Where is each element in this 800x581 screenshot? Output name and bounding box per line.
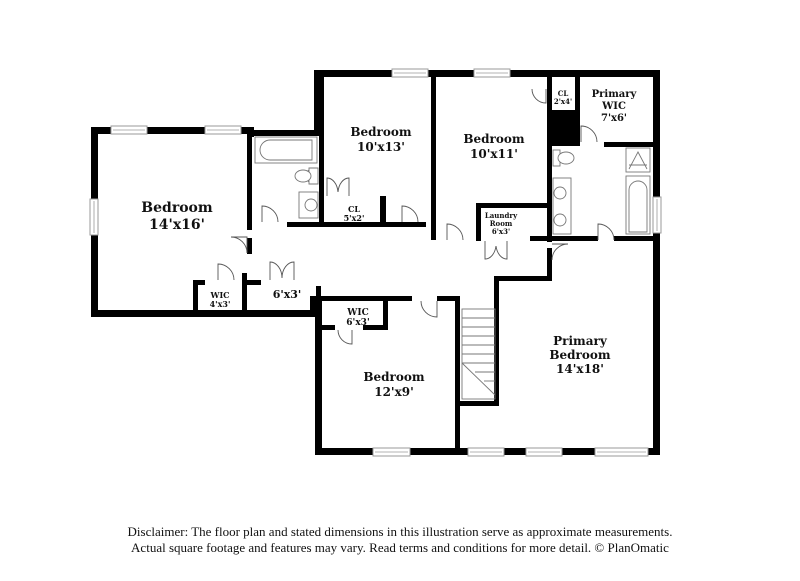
- svg-text:4'x3': 4'x3': [210, 299, 231, 309]
- interior-walls: [193, 74, 656, 451]
- svg-text:WIC: WIC: [346, 308, 368, 318]
- svg-text:2'x4': 2'x4': [554, 97, 572, 106]
- svg-text:7'x6': 7'x6': [601, 113, 627, 124]
- room-bedroom-14x16: Bedroom 14'x16': [141, 200, 213, 233]
- disclaimer-line-1: Disclaimer: The floor plan and stated di…: [127, 524, 673, 539]
- svg-text:10'x13': 10'x13': [357, 140, 405, 154]
- staircase-icon: [461, 308, 496, 400]
- fixtures: [254, 136, 651, 400]
- svg-text:Primary: Primary: [592, 89, 638, 100]
- room-primary-bedroom: Primary Bedroom 14'x18': [549, 334, 610, 376]
- disclaimer: Disclaimer: The floor plan and stated di…: [0, 524, 800, 556]
- svg-text:Primary: Primary: [553, 334, 608, 348]
- room-primary-wic: Primary WIC 7'x6': [592, 89, 638, 124]
- svg-text:Bedroom: Bedroom: [363, 370, 424, 384]
- svg-text:Bedroom: Bedroom: [141, 200, 213, 216]
- room-bedroom-10x11: Bedroom 10'x11': [463, 132, 524, 161]
- room-labels: Bedroom 14'x16' Bedroom 10'x13' Bedroom …: [141, 89, 637, 399]
- room-wic-6x3: WIC 6'x3': [346, 308, 369, 328]
- svg-text:WIC: WIC: [601, 101, 626, 112]
- room-closet-5x2: CL 5'x2': [344, 204, 365, 223]
- svg-text:Laundry: Laundry: [485, 211, 518, 220]
- svg-text:WIC: WIC: [209, 290, 229, 300]
- svg-text:Bedroom: Bedroom: [463, 132, 524, 146]
- svg-text:Room: Room: [490, 219, 513, 228]
- svg-text:Bedroom: Bedroom: [350, 125, 411, 139]
- svg-text:6'x3': 6'x3': [273, 288, 302, 301]
- floor-plan: Bedroom 14'x16' Bedroom 10'x13' Bedroom …: [89, 68, 662, 457]
- windows: [89, 68, 662, 457]
- room-closet-6x3: 6'x3': [273, 288, 302, 301]
- svg-text:CL: CL: [348, 204, 360, 214]
- svg-text:12'x9': 12'x9': [374, 385, 414, 399]
- disclaimer-line-2: Actual square footage and features may v…: [131, 540, 669, 555]
- svg-text:CL: CL: [558, 89, 569, 98]
- svg-text:6'x3': 6'x3': [346, 318, 369, 328]
- svg-text:14'x18': 14'x18': [556, 362, 604, 376]
- svg-text:5'x2': 5'x2': [344, 213, 365, 223]
- room-wic-4x3: WIC 4'x3': [209, 290, 230, 309]
- svg-text:14'x16': 14'x16': [149, 217, 205, 233]
- room-laundry: Laundry Room 6'x3': [485, 211, 518, 236]
- room-bedroom-12x9: Bedroom 12'x9': [363, 370, 424, 399]
- doors: [217, 88, 615, 345]
- room-bedroom-10x13: Bedroom 10'x13': [350, 125, 411, 154]
- room-closet-2x4: CL 2'x4': [554, 89, 572, 106]
- svg-text:Bedroom: Bedroom: [549, 348, 610, 362]
- svg-text:10'x11': 10'x11': [470, 147, 518, 161]
- svg-text:6'x3': 6'x3': [492, 227, 510, 236]
